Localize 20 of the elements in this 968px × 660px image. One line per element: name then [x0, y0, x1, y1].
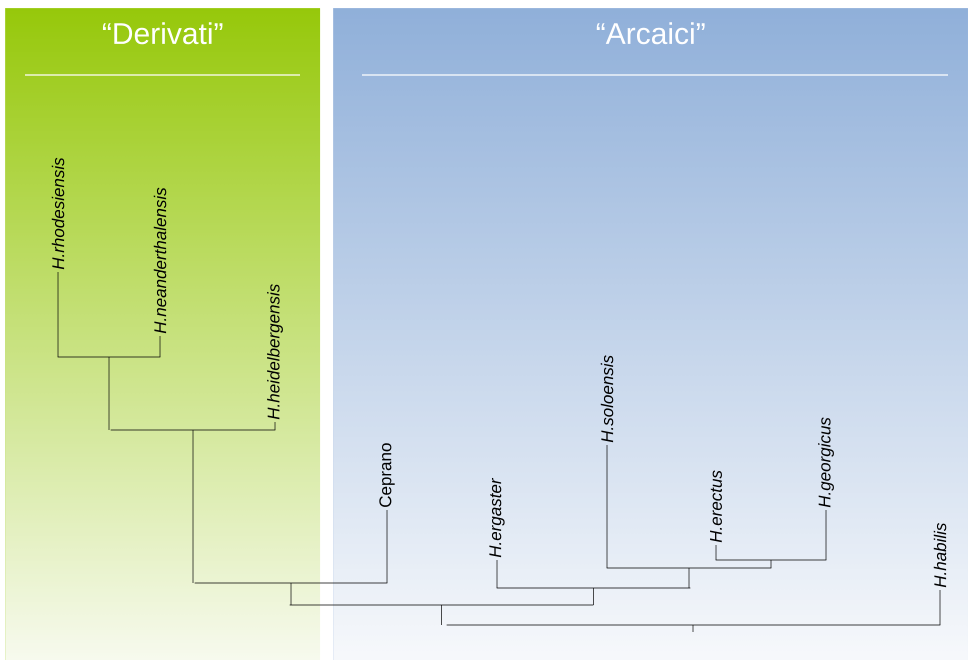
branch-line	[688, 568, 690, 588]
branch-line	[192, 430, 194, 584]
taxon-label: H.georgicus	[818, 417, 834, 508]
taxon-label: H.ergaster	[489, 478, 505, 558]
taxon-label: H.soloensis	[600, 355, 614, 442]
taxon-label: Ceprano	[379, 443, 395, 507]
taxon-label: H.heidelbergensis	[267, 284, 283, 420]
taxon-label: H.erectus	[710, 470, 722, 542]
branch-line	[593, 588, 594, 606]
branch-line	[606, 444, 608, 568]
branch-line	[386, 510, 388, 584]
branch-line	[274, 422, 276, 430]
taxon-label: H.neanderthalensis	[154, 188, 166, 334]
branch-line	[496, 560, 498, 588]
branch-line	[290, 582, 292, 606]
branch-line	[770, 560, 772, 568]
branch-line	[108, 356, 110, 430]
taxon-label: H.rhodesiensis	[52, 158, 64, 270]
taxon-label: H.habilis	[934, 522, 946, 588]
branch-line	[441, 604, 442, 626]
